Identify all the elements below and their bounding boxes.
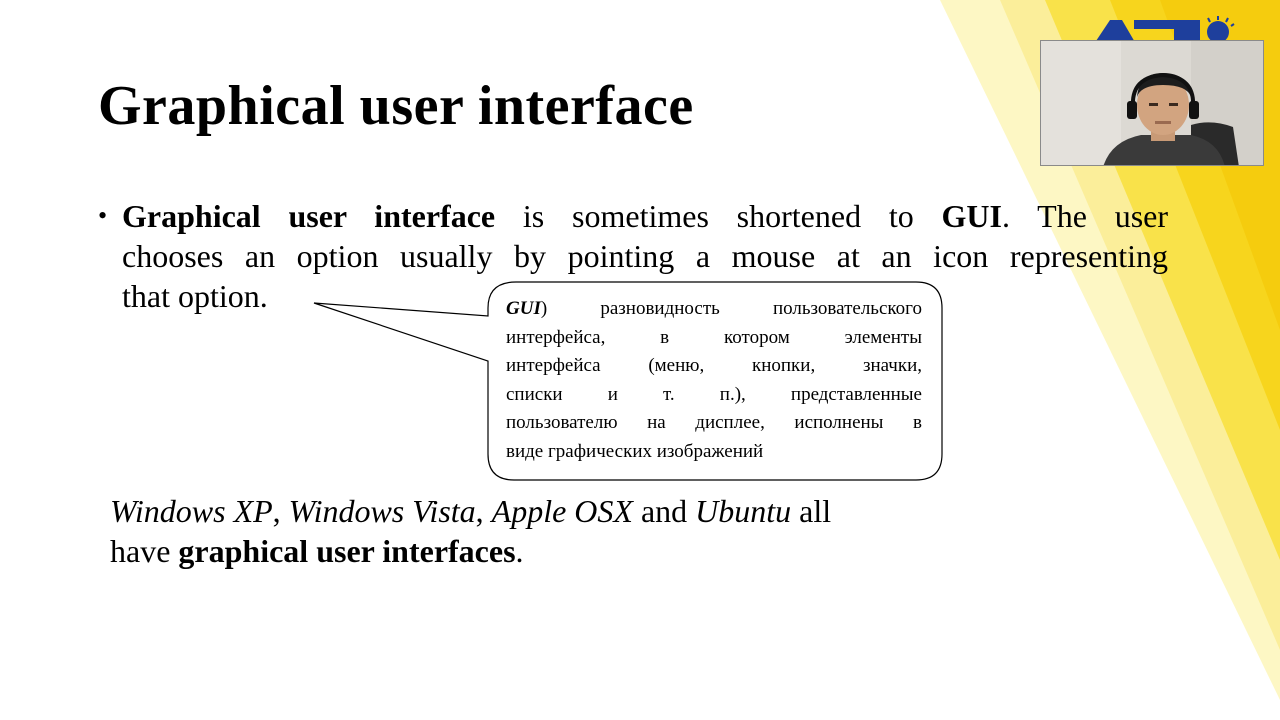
callout-definition: GUI) разновидность пользовательского инт… [506,295,922,466]
term-gui-abbr: GUI [941,198,1002,234]
callout-line-3: интерфейса (меню, кнопки, значки, [506,355,922,376]
callout-line-2: интерфейса, в котором элементы [506,326,922,348]
examples-line-1: Windows XP, Windows Vista, Apple OSX and… [110,491,970,531]
os-ubuntu: Ubuntu [695,493,792,529]
os-apple-osx: Apple OSX [491,493,633,529]
bullet-line-1-middle: is sometimes shortened to [495,198,942,234]
examples-line-2-end: . [515,533,524,569]
term-gui-full: Graphical user interface [122,198,496,234]
bullet-line-3: that option. [122,278,268,314]
bullet-line-2: chooses an option usually by pointing a … [122,238,1168,274]
bullet-line-1-end: . The user [1001,198,1169,234]
callout-line-6: виде графических изображений [506,440,764,462]
examples-line-2-start: have [110,533,179,569]
bullet-text: Graphical user interface is sometimes sh… [122,196,1168,316]
examples-line-2-bold: graphical user interfaces [178,533,516,569]
callout-line-5: пользователю на дисплее, исполнены в [506,412,922,433]
bullet-line-1: Graphical user interface is sometimes sh… [122,196,1168,236]
sep-2: , [475,493,492,529]
presenter-video-icon [1041,41,1263,165]
callout-line-1: GUI) разновидность пользовательского [506,295,922,324]
callout-term: GUI [506,298,541,319]
examples-line-1-tail: all [791,493,832,529]
examples-line-2: have graphical user interfaces. [110,531,970,571]
slide-title: Graphical user interface [98,75,694,137]
examples-paragraph: Windows XP, Windows Vista, Apple OSX and… [110,491,970,571]
callout-line-4: списки и т. п.), представленные [506,383,922,405]
presenter-webcam [1040,40,1264,166]
os-windows-vista: Windows Vista [288,493,476,529]
conj-and: and [632,493,696,529]
os-windows-xp: Windows XP [110,493,273,529]
sep-1: , [272,493,289,529]
bullet-marker: • [98,201,108,230]
callout-line-1-rest: ) разновидность пользовательского [540,298,922,319]
